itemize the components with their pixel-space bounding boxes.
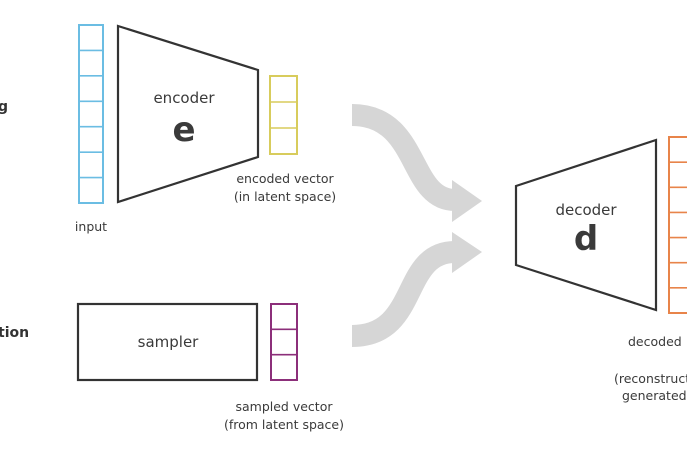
sampler-block: [76, 302, 259, 382]
encoded-vector-label-line2: (in latent space): [234, 189, 336, 204]
sampler-label: sampler: [138, 333, 200, 351]
decoder-block: [514, 138, 658, 312]
side-label-bottom: tion: [0, 325, 29, 341]
encoded-vector-frame: [269, 75, 298, 155]
input-label: input: [75, 219, 107, 234]
encoded-vector: [269, 75, 298, 155]
encoder-label: encoder: [153, 89, 215, 107]
output-vector-frame: [668, 136, 687, 314]
decoder-label: decoder: [555, 201, 617, 219]
sampled-vector-frame: [270, 303, 298, 381]
sampled-vector-label-line2: (from latent space): [224, 417, 344, 432]
sampled-vector-label-line1: sampled vector: [235, 399, 333, 414]
output-label-line1: decoded: [628, 334, 682, 349]
output-vector: [668, 136, 687, 314]
encoded-vector-label-line1: encoded vector: [236, 171, 334, 186]
decoder-symbol: d: [574, 219, 598, 259]
output-label-line2: (reconstruct: [614, 371, 687, 386]
arrow-sampled-to-decoder: [351, 232, 482, 347]
encoder-symbol: e: [172, 110, 195, 150]
side-label-top: g: [0, 99, 8, 115]
sampled-vector: [270, 303, 298, 381]
encoder-block: [116, 24, 260, 204]
input-vector-frame: [78, 24, 104, 204]
arrow-encoded-to-decoder: [351, 104, 482, 222]
input-vector: [78, 24, 104, 204]
output-label-line3: generated: [622, 388, 687, 403]
